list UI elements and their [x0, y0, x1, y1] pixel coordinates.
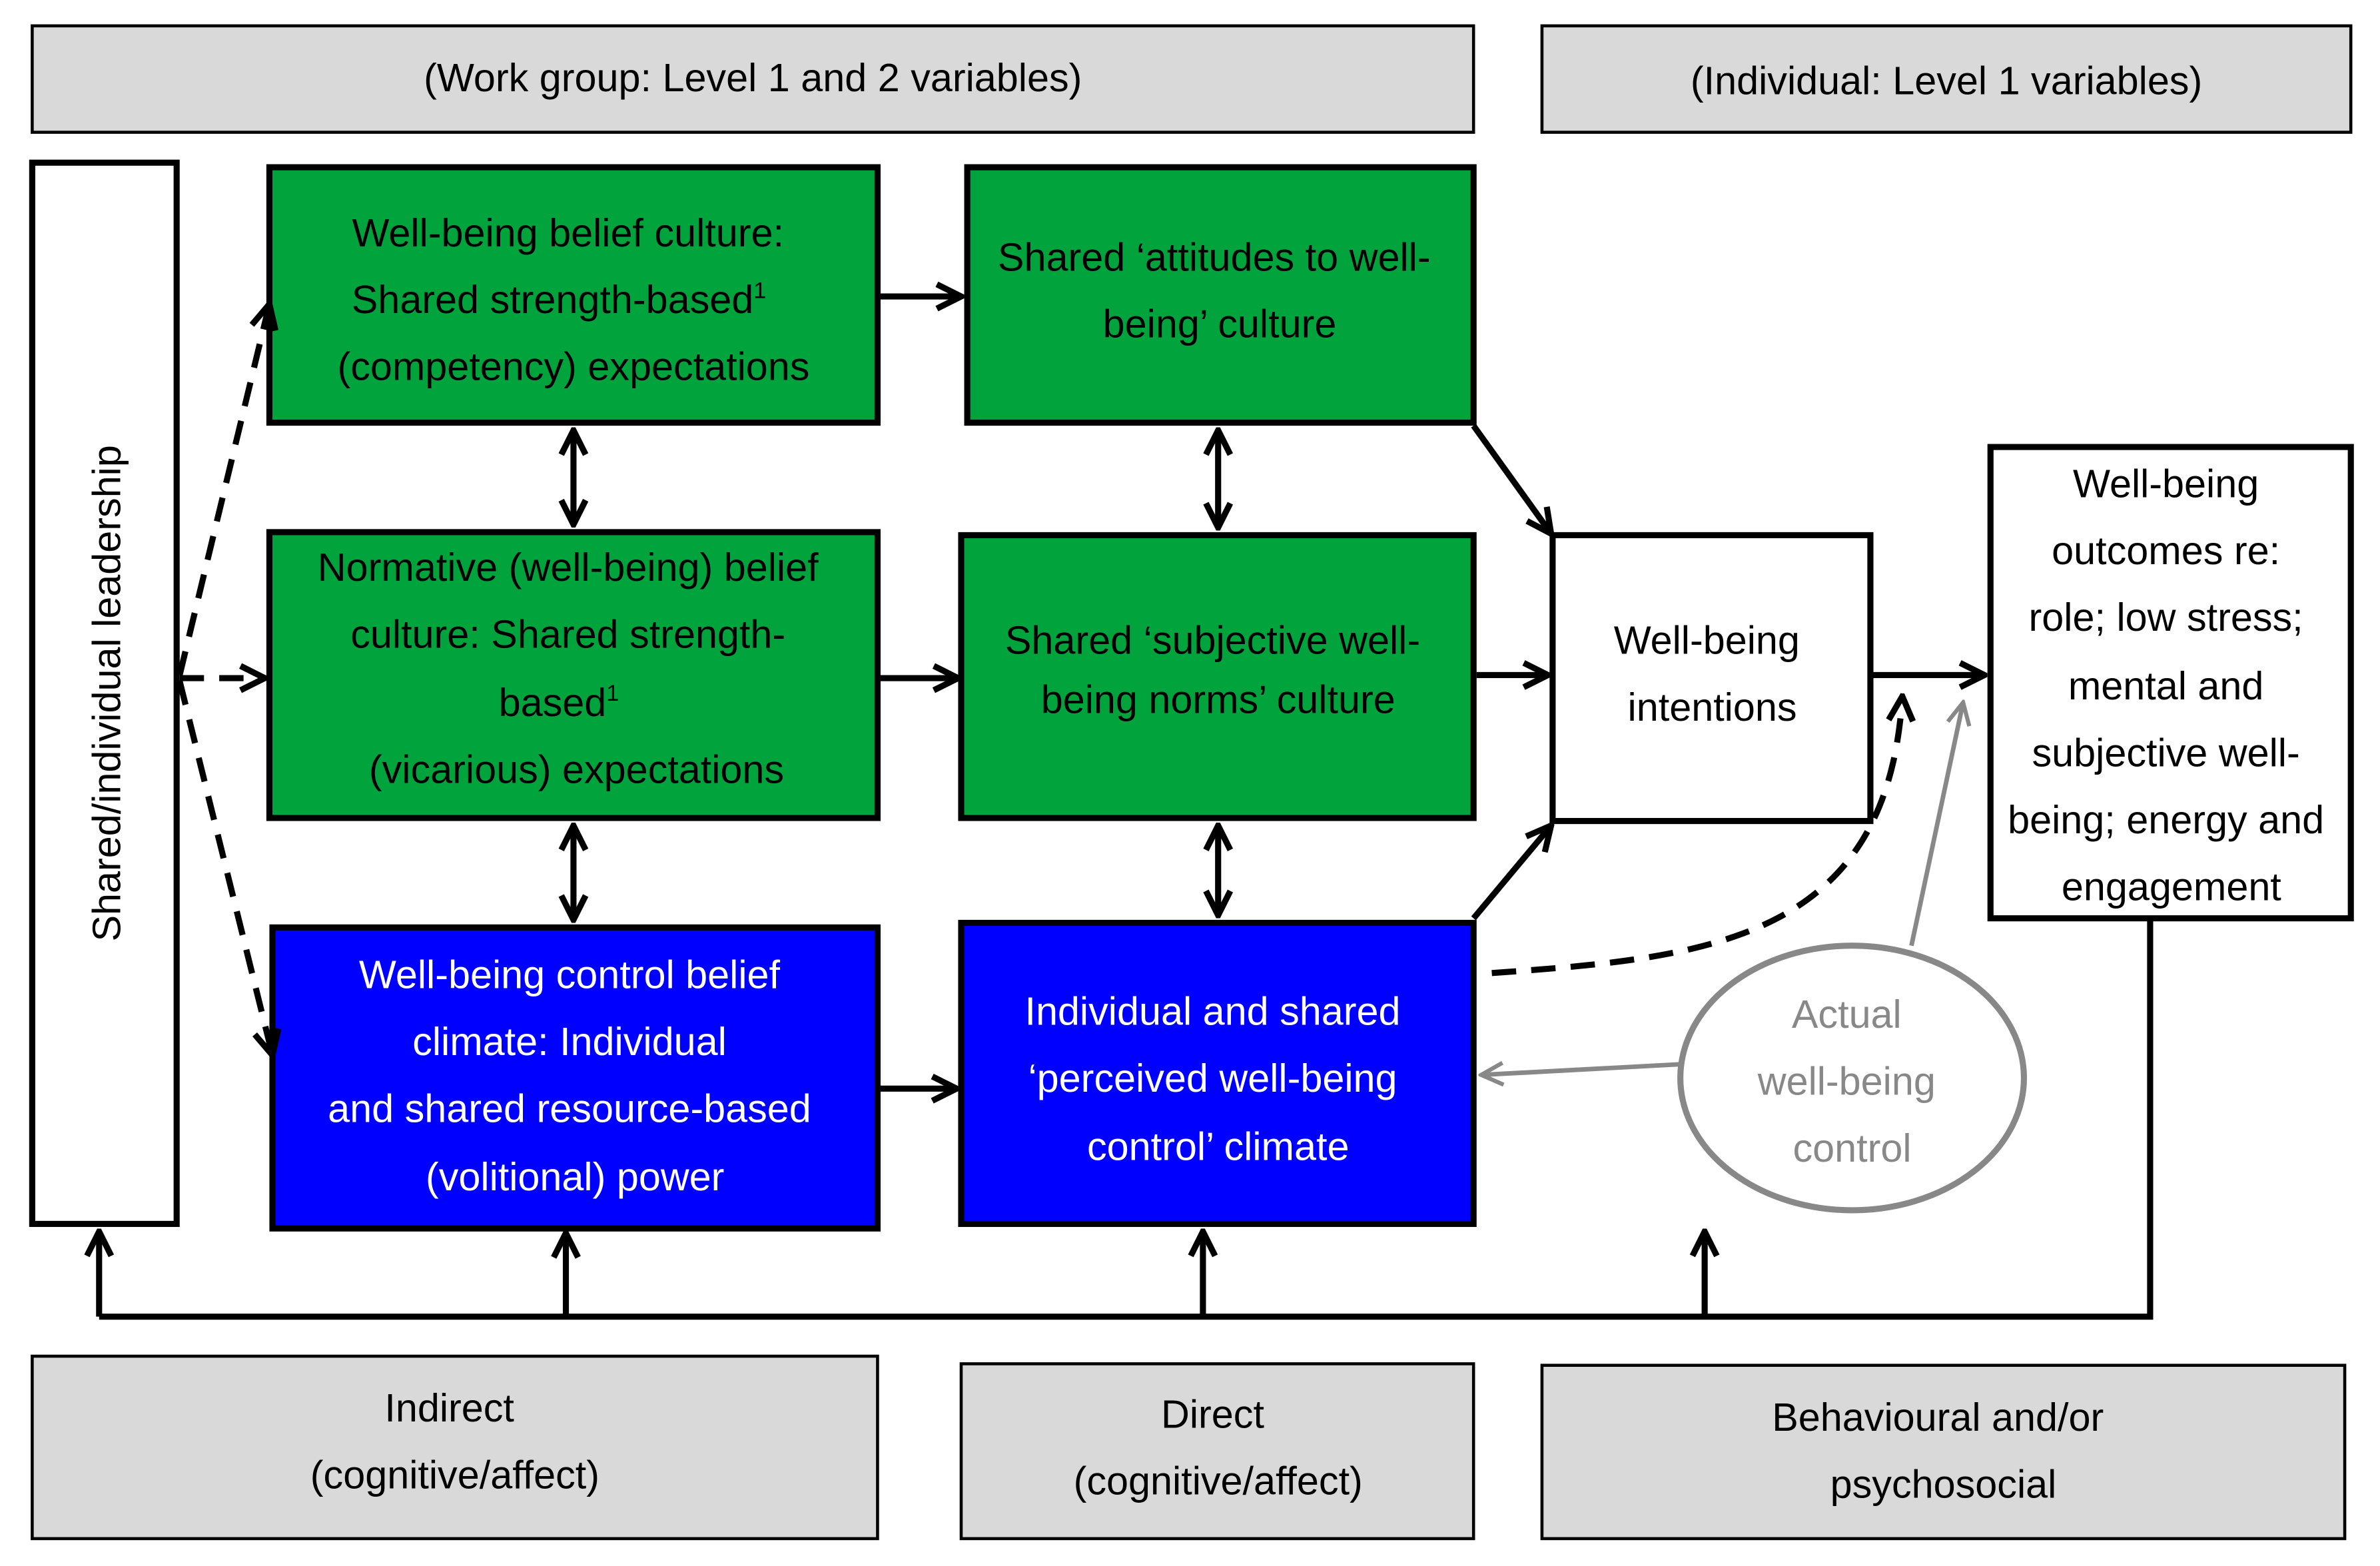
svg-text:Well-being outcomes re:: Well-being outcomes re: role; low stress…	[2008, 461, 2335, 909]
leadership-box: Shared/individual leadership	[29, 159, 180, 1227]
belief-culture-box: Well-being belief culture: Shared streng…	[266, 164, 881, 426]
box-line: outcomes re:	[2052, 528, 2280, 573]
svg-text:Well-being intentions: Well-being intentions	[1614, 617, 1811, 729]
svg-text:Normative (well-being) belief: Normative (well-being) belief culture: S…	[318, 545, 829, 792]
box-line: being; energy and	[2008, 797, 2324, 842]
box-line: Shared strength-based	[352, 277, 754, 322]
box-line: Normative (well-being) belief	[318, 545, 819, 589]
box-line: (competency) expectations	[337, 344, 809, 389]
intentions-box: Well-being intentions	[1549, 532, 1874, 825]
box-line: mental and	[2068, 663, 2264, 708]
box-line: Well-being	[1614, 617, 1800, 662]
outcomes-box: Well-being outcomes re: role; low stress…	[1987, 444, 2354, 922]
box-line: and shared resource-based	[328, 1086, 811, 1131]
footer-line: Indirect	[384, 1385, 514, 1430]
box-line: intentions	[1628, 685, 1797, 729]
gray-arrow	[1909, 703, 1964, 947]
footer-line: (cognitive/affect)	[1074, 1459, 1363, 1503]
arrow	[1471, 424, 1551, 534]
svg-text:Well-being belief culture:: Well-being belief culture: Shared streng…	[337, 210, 809, 389]
box-line: Well-being	[2073, 461, 2259, 506]
svg-text:Shared ‘subjective well-: Shared ‘subjective well- being norms’ cu…	[1005, 617, 1431, 721]
svg-text:Actual well-being: Actual well-being control	[1757, 992, 1947, 1170]
box-line: engagement	[2062, 864, 2281, 909]
norms-culture-box: Shared ‘subjective well- being norms’ cu…	[958, 532, 1477, 821]
svg-text:Indirect (cognitive/affe: Indirect (cognitive/affect)	[310, 1385, 599, 1497]
footer-line: (cognitive/affect)	[310, 1453, 599, 1497]
box-line: control’ climate	[1087, 1124, 1349, 1169]
footer-indirect: Indirect (cognitive/affect)	[31, 1354, 879, 1541]
svg-text:Direct (cognitive/affect: Direct (cognitive/affect)	[1074, 1391, 1363, 1503]
box-line: subjective well-	[2032, 730, 2299, 775]
footer-direct: Direct (cognitive/affect)	[959, 1362, 1475, 1541]
leadership-label: Shared/individual leadership	[85, 445, 129, 941]
normative-culture-box: Normative (well-being) belief culture: S…	[266, 529, 881, 821]
superscript: 1	[606, 681, 619, 706]
attitudes-culture-box: Shared ‘attitudes to well- being’ cultur…	[964, 164, 1477, 426]
box-line: (vicarious) expectations	[369, 747, 784, 791]
control-climate-box: Well-being control belief climate: Indiv…	[269, 924, 881, 1232]
box-line: Actual	[1792, 992, 1902, 1036]
box-line: (volitional) power	[426, 1154, 724, 1199]
box-line: being’ culture	[1103, 302, 1337, 346]
box-line: based	[499, 680, 607, 725]
box-line: Well-being control belief	[359, 953, 781, 997]
header-work-group-label: (Work group: Level 1 and 2 variables)	[424, 55, 1082, 100]
arrows	[99, 296, 2154, 1320]
header-individual: (Individual: Level 1 variables)	[1540, 24, 2353, 134]
svg-text:Individual and shared ‘p: Individual and shared ‘perceived well-be…	[1024, 988, 1411, 1168]
svg-text:Well-being control belief: Well-being control belief climate: Indiv…	[328, 953, 822, 1200]
box-line: ‘perceived well-being	[1028, 1056, 1397, 1100]
box-line: Shared ‘subjective well-	[1005, 617, 1420, 662]
dashed-arrow	[177, 304, 270, 676]
arrow	[1471, 825, 1551, 921]
box-line: control	[1793, 1126, 1912, 1170]
perceived-control-box: Individual and shared ‘perceived well-be…	[958, 919, 1477, 1227]
header-work-group: (Work group: Level 1 and 2 variables)	[31, 24, 1475, 134]
superscript: 1	[753, 278, 766, 303]
feedback-line	[99, 918, 2154, 1320]
dashed-arrow	[177, 680, 272, 1056]
box-line: Shared ‘attitudes to well-	[998, 234, 1431, 279]
footer-behavioural: Behavioural and/or psychosocial	[1540, 1364, 2347, 1541]
actual-control-ellipse: Actual well-being control	[1677, 943, 2028, 1214]
box-line: climate: Individual	[412, 1019, 727, 1064]
box-line: being norms’ culture	[1041, 677, 1395, 722]
box-line: Individual and shared	[1024, 988, 1400, 1033]
box-line: Well-being belief culture:	[352, 210, 784, 255]
footer-line: psychosocial	[1830, 1461, 2057, 1506]
footer-line: Direct	[1161, 1391, 1264, 1436]
box-line: role; low stress;	[2029, 595, 2303, 639]
box-line: well-being	[1757, 1058, 1936, 1103]
header-individual-label: (Individual: Level 1 variables)	[1691, 59, 2202, 103]
box-line: culture: Shared strength-	[350, 611, 785, 656]
footer-line: Behavioural and/or	[1772, 1395, 2104, 1439]
svg-text:Shared ‘attitudes to well-: Shared ‘attitudes to well- being’ cultur…	[998, 234, 1441, 346]
gray-arrow	[1481, 1064, 1681, 1075]
svg-text:Behavioural and/or psych: Behavioural and/or psychosocial	[1772, 1395, 2115, 1506]
dashed-arrow	[1491, 696, 1902, 977]
